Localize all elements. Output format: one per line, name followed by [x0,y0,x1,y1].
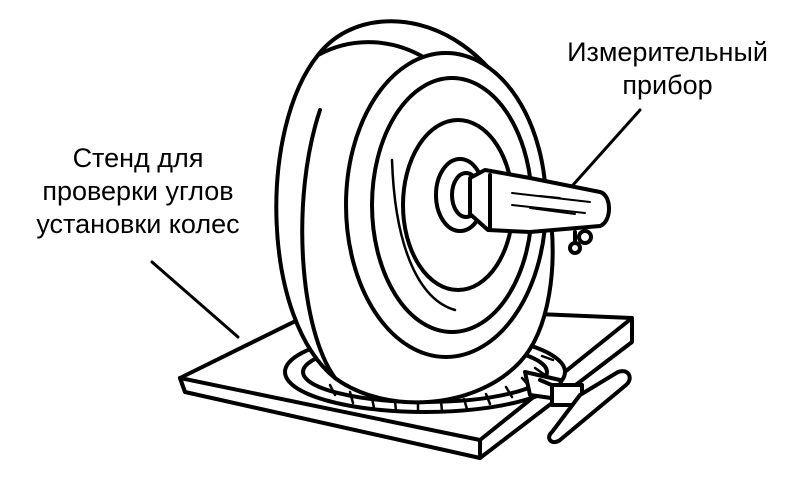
label-alignment-stand: Стенд для проверки углов установки колес [4,142,272,241]
label-device-line-1: Измерительный [567,37,768,67]
leader-line-stand [150,260,240,339]
lock-lever [523,369,632,445]
leader-line-device [571,108,642,187]
label-stand-line-3: установки колес [36,209,240,239]
label-stand-line-1: Стенд для [72,143,204,173]
label-measuring-device: Измерительный прибор [535,36,800,102]
measuring-device [434,157,611,255]
label-stand-line-2: проверки углов [42,176,234,206]
label-device-line-2: прибор [622,70,713,100]
